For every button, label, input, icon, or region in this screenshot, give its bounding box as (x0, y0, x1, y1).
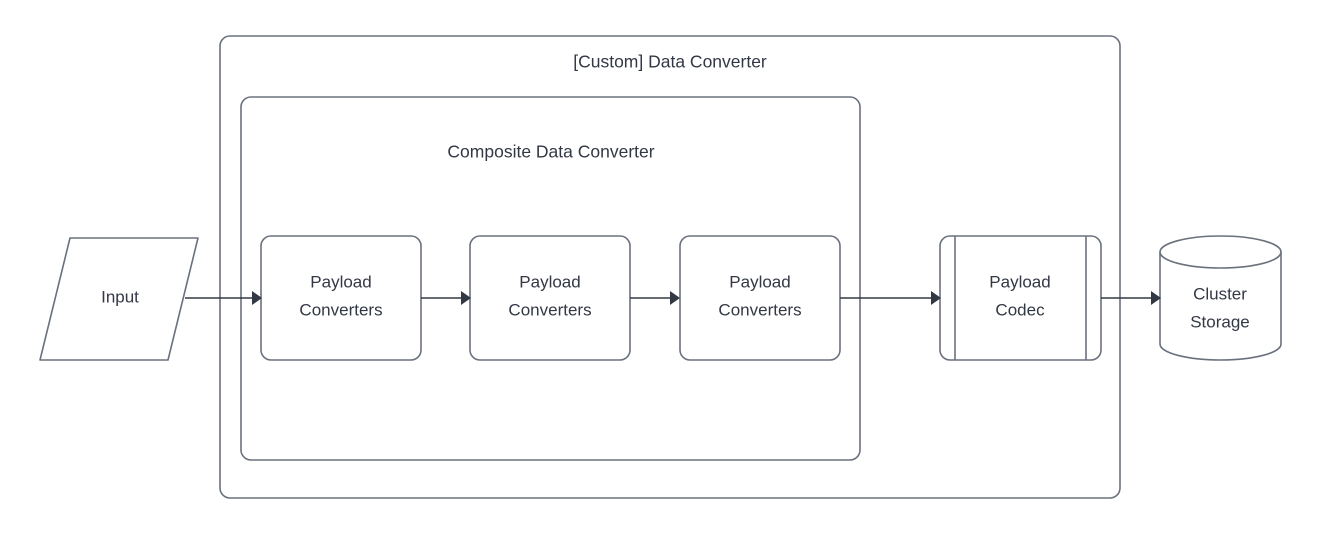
node-payload-converters-1-label-line1: Payload (310, 272, 371, 291)
container-composite-data-converter-label: Composite Data Converter (447, 142, 654, 162)
arrowhead-icon (461, 291, 471, 305)
node-cluster-storage-body (1159, 251, 1282, 361)
container-custom-data-converter-label: [Custom] Data Converter (573, 52, 767, 72)
node-payload-codec-label-line2: Codec (995, 300, 1045, 319)
node-cluster-storage-label-line2: Storage (1190, 312, 1250, 331)
arrowhead-icon (670, 291, 680, 305)
arrowhead-icon (252, 291, 262, 305)
node-payload-converters-2-label-line2: Converters (508, 300, 591, 319)
node-cluster-storage[interactable] (1159, 235, 1282, 361)
node-payload-converters-1-label-line2: Converters (299, 300, 382, 319)
node-payload-converters-3-label-line1: Payload (729, 272, 790, 291)
node-cluster-storage-top (1159, 235, 1282, 269)
edge-payload-converters-2-to-3 (630, 291, 680, 305)
edge-payload-converters-3-to-payload-codec (840, 291, 941, 305)
node-payload-converters-3[interactable] (679, 235, 841, 361)
node-payload-converters-3-label-line2: Converters (718, 300, 801, 319)
node-payload-converters-2-label-line1: Payload (519, 272, 580, 291)
edge-payload-converters-1-to-2 (421, 291, 471, 305)
node-input[interactable] (39, 237, 199, 361)
node-payload-codec[interactable] (939, 235, 1102, 361)
edge-input-to-payload-converters-1 (185, 291, 262, 305)
node-payload-codec-label-line1: Payload (989, 272, 1050, 291)
arrowhead-icon (1151, 291, 1161, 305)
edge-payload-codec-to-cluster-storage (1101, 291, 1161, 305)
node-payload-converters-2[interactable] (469, 235, 631, 361)
node-input-label: Input (101, 287, 139, 306)
arrowhead-icon (931, 291, 941, 305)
node-payload-codec-body (939, 235, 1102, 361)
node-cluster-storage-label-line1: Cluster (1193, 284, 1247, 303)
node-payload-converters-1[interactable] (260, 235, 422, 361)
